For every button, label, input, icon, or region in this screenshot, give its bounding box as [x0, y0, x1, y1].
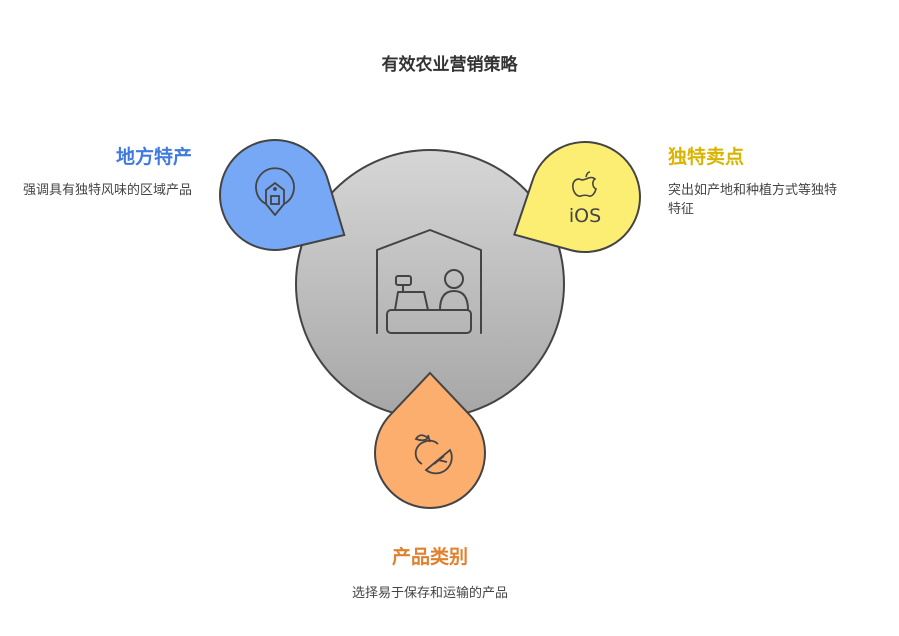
heading-local-specialty: 地方特产 [115, 146, 192, 168]
drop-unique-selling-point [513, 141, 641, 253]
description-product-category: 选择易于保存和运输的产品 [351, 586, 508, 601]
page-title: 有效农业营销策略 [381, 55, 518, 75]
market-stall-icon [376, 229, 482, 334]
drop-local-specialty [219, 139, 346, 251]
heading-unique-selling-point: 独特卖点 [668, 146, 745, 168]
farm-location-icon [255, 167, 295, 217]
apple-ios-icon [572, 171, 597, 197]
ios-label: iOS [569, 205, 601, 227]
fruit-icon [414, 434, 453, 475]
description-unique-selling-point: 突出如产地和种植方式等独特特征 [668, 183, 838, 217]
heading-product-category: 产品类别 [391, 546, 468, 568]
description-local-specialty: 强调具有独特风味的区域产品 [22, 183, 192, 198]
